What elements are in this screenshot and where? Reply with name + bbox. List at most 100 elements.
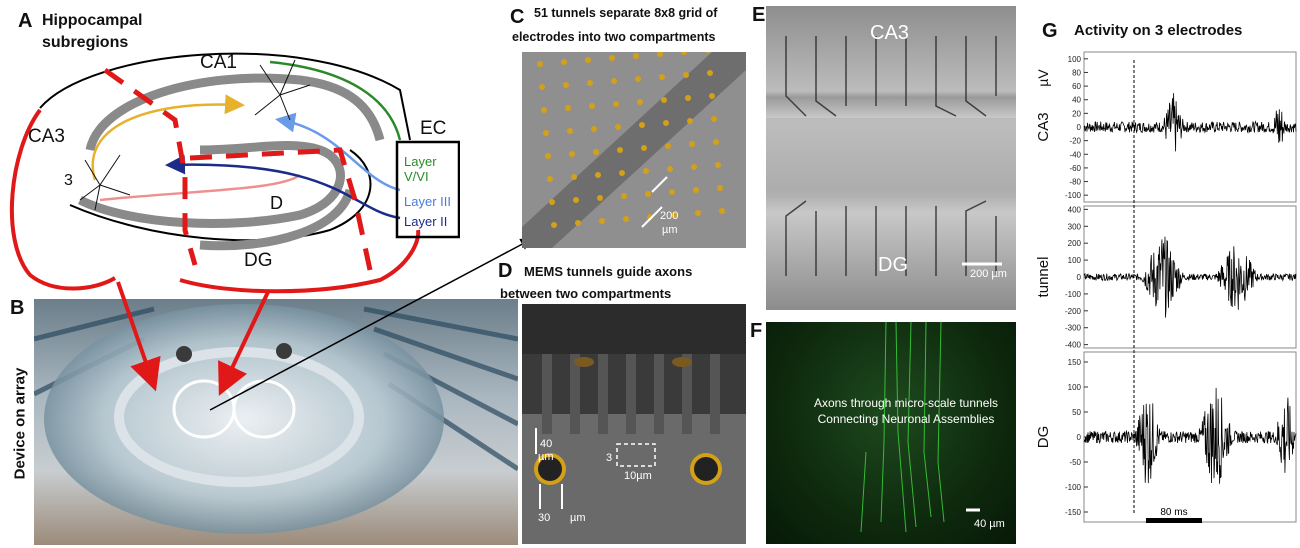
electrode-grid-svg (522, 52, 746, 248)
y-tick-label: 100 (1068, 55, 1082, 64)
mems-tunnel-svg (522, 304, 746, 509)
electrode-dot (563, 82, 569, 88)
electrode-dot (543, 130, 549, 136)
electrode-dot (661, 97, 667, 103)
electrode-dot (547, 176, 553, 182)
panel-e-letter: E (752, 4, 766, 26)
device-illustration (34, 304, 518, 534)
panel-f: F Axons through micro-scale tunnels Conn… (748, 318, 1020, 548)
panel-d-dim-10: 10µm (624, 470, 652, 482)
panel-g-letter: G (1042, 20, 1058, 42)
panel-d-title-2: between two compartments (500, 286, 672, 301)
panel-a-letter: A (18, 10, 33, 32)
electrode-dot (545, 153, 551, 159)
axon-fluorescence-image (766, 322, 1016, 544)
trace-frame (1083, 351, 1297, 523)
electrode-dot (691, 164, 697, 170)
y-tick-label: 0 (1077, 433, 1082, 442)
y-tick-label: -40 (1069, 150, 1081, 159)
electrode-dot (681, 52, 687, 55)
panel-e-scale: 200 µm (970, 268, 1007, 280)
y-tick-label: -400 (1065, 341, 1082, 350)
electrode-dot (645, 191, 651, 197)
label-ca3: CA3 (28, 126, 65, 147)
panel-d-dim-30-unit: µm (570, 512, 586, 524)
electrode-dot (619, 170, 625, 176)
panel-f-letter: F (750, 320, 763, 342)
panel-f-caption-2: Connecting Neuronal Assemblies (817, 412, 995, 426)
electrode-dot (669, 189, 675, 195)
electrode-dot (717, 185, 723, 191)
electrode-dot (575, 220, 581, 226)
trace-line (1083, 93, 1297, 152)
panel-f-caption-1: Axons through micro-scale tunnels (813, 396, 999, 410)
electrode-dot (707, 70, 713, 76)
y-tick-label: 80 (1072, 68, 1081, 77)
electrode-dot (589, 103, 595, 109)
panel-d-title-1: MEMS tunnels guide axons (524, 264, 693, 279)
electrode-dot (561, 59, 567, 65)
electrode-dot (617, 147, 623, 153)
label-d: D (270, 193, 283, 213)
electrode-dot (615, 124, 621, 130)
electrode-dot (595, 172, 601, 178)
electrode-dot (565, 105, 571, 111)
electrode-dot (633, 53, 639, 59)
panel-a-title-2: subregions (42, 34, 129, 51)
electrode-dot (687, 118, 693, 124)
electrode-dot (641, 145, 647, 151)
trace-line (1083, 236, 1297, 318)
electrode-dot (585, 57, 591, 63)
label-3: 3 (64, 172, 73, 189)
electrode-dot (587, 80, 593, 86)
electrode-dot (611, 78, 617, 84)
label-layer-ii: Layer II (404, 214, 448, 229)
time-scalebar-label: 80 ms (1160, 507, 1187, 518)
hippocampus-diagram (9, 52, 460, 294)
y-tick-label: -100 (1065, 191, 1082, 200)
panel-e-ca3-label: CA3 (870, 22, 909, 44)
electrode-dot (637, 99, 643, 105)
time-scalebar (1146, 518, 1202, 523)
panel-d-dim-40-unit: µm (538, 451, 554, 463)
electrode-dot (599, 218, 605, 224)
device-photo (34, 299, 518, 545)
y-tick-label: -100 (1065, 483, 1082, 492)
panel-a-title-1: Hippocampal (42, 12, 143, 29)
label-layer-iii: Layer III (404, 194, 451, 209)
ca3-dg-micrograph (766, 6, 1016, 310)
electrode-dot (665, 143, 671, 149)
electrode-dot (693, 187, 699, 193)
panel-b-side-label: Device on array (11, 367, 29, 480)
electrode-dot (663, 120, 669, 126)
y-tick-label: 60 (1072, 82, 1081, 91)
panel-b-letter: B (10, 297, 25, 319)
electrode-dot (671, 212, 677, 218)
electrode-dot (657, 52, 663, 57)
y-tick-label: 50 (1072, 408, 1081, 417)
electrode-dot (613, 101, 619, 107)
electrode-dot (719, 208, 725, 214)
trace-line (1083, 387, 1297, 484)
electrode-dot (695, 210, 701, 216)
electrode-dot (711, 116, 717, 122)
y-tick-label: -60 (1069, 164, 1081, 173)
mems-tunnel-image (522, 304, 746, 544)
trace-ylabel: CA3 (1035, 112, 1052, 141)
electrode-dot (593, 149, 599, 155)
y-tick-label: -100 (1065, 290, 1082, 299)
y-tick-label: 40 (1072, 96, 1081, 105)
label-dg: DG (244, 250, 273, 271)
trace-unit: µV (1035, 69, 1051, 87)
y-tick-label: 150 (1068, 358, 1082, 367)
trace-ylabel: tunnel (1035, 257, 1052, 298)
y-tick-label: 20 (1072, 109, 1081, 118)
panel-a: A Hippocampal subregions (0, 0, 460, 300)
electrode-dot (689, 141, 695, 147)
electrode-dot (591, 126, 597, 132)
label-ca1: CA1 (200, 52, 237, 73)
panel-e: E CA3 DG 200 µm (752, 0, 1020, 315)
panel-d-dim-30: 30 (538, 512, 551, 524)
electrode-dot (659, 74, 665, 80)
